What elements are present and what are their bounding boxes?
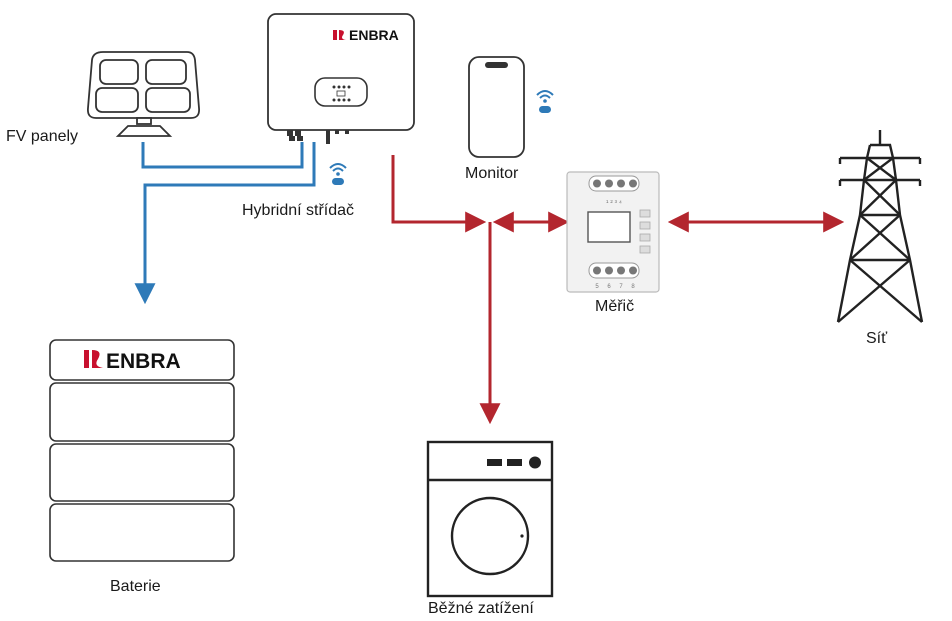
inverter-to-battery-line [134,142,316,305]
battery-brand-name: ENBRA [106,350,181,373]
battery-module-1 [49,382,235,442]
inverter-icon [267,13,415,144]
pv-to-inverter-line [141,142,304,169]
load-label: Běžné zatížení [428,600,534,617]
battery-module-3 [49,503,235,562]
inverter-brand-name: ENBRA [349,27,399,43]
pv-panels-label: FV panely [6,128,79,145]
wifi-icon [329,163,347,185]
meter-label: Měřič [595,298,635,315]
meter-terminal-6: 6 [607,284,611,290]
battery-stack-icon [49,339,235,562]
ac-lines [391,155,845,425]
meter-terminal-8: 8 [631,284,635,290]
washing-machine-icon [426,440,554,598]
meter-terminal-5: 5 [595,284,599,290]
monitor-label: Monitor [465,165,519,182]
inverter-output-line [391,155,487,233]
inverter-brand-logo: ENBRA [333,27,399,43]
inverter-label: Hybridní střídač [242,202,355,219]
battery-module-2 [49,443,235,502]
smartphone-icon [468,56,525,158]
battery-brand-logo: ENBRA [84,350,181,373]
meter-top-markings: ¹ ² ³ ⁴ [606,200,622,207]
energy-meter-icon: ¹ ² ³ ⁴ 5 6 7 8 [566,171,660,293]
dc-lines [134,142,316,305]
meter-terminal-7: 7 [619,284,623,290]
monitor-wifi-icon [536,90,554,113]
battery-header [49,339,235,381]
battery-label: Baterie [110,578,161,595]
power-pylon-icon [836,130,924,323]
solar-panel-icon [87,51,200,137]
grid-label: Síť [866,330,888,347]
